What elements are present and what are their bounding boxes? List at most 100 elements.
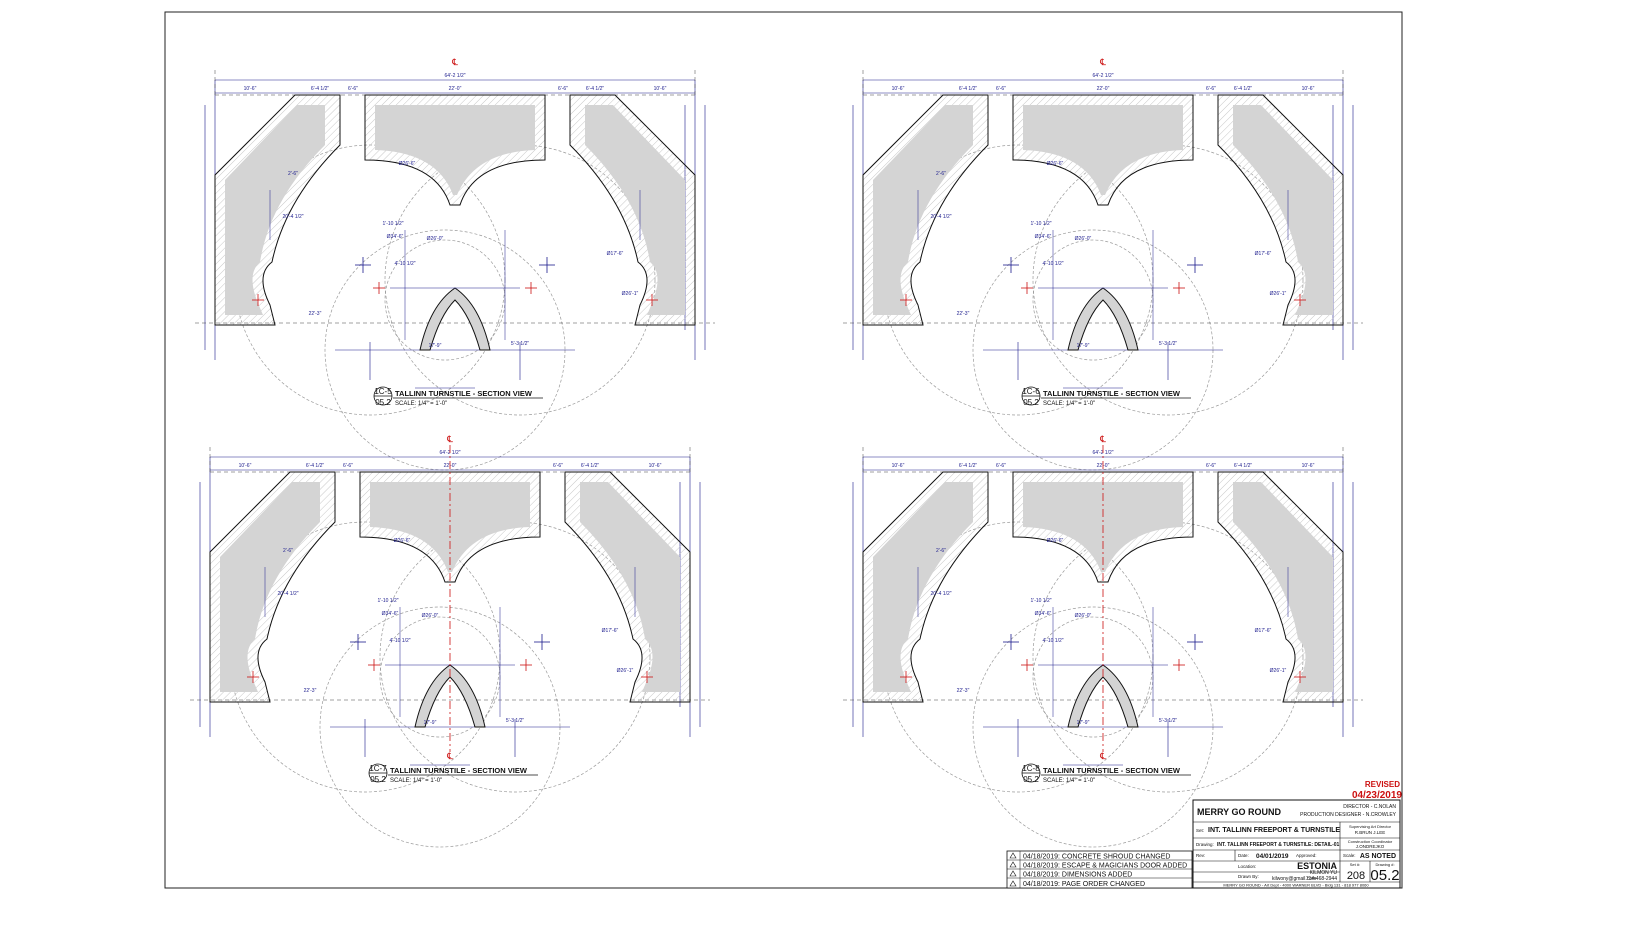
inner-dimension: 1'-10 1/2" xyxy=(1030,221,1051,227)
drawn-email: kilwony@gmail.com xyxy=(1272,876,1316,882)
inner-dimension: 1'-10 1/2" xyxy=(377,598,398,604)
director-credit: DIRECTOR - C.NOLAN xyxy=(1343,804,1396,810)
set-name: INT. TALLINN FREEPORT & TURNSTILE xyxy=(1208,827,1340,834)
location-value: ESTONIA xyxy=(1297,861,1337,871)
inner-dimension: 22'-3" xyxy=(957,688,970,694)
turnstile-plan xyxy=(842,446,1364,848)
outer-dimension: 6'-4 1/2" xyxy=(1234,86,1253,92)
set-number-label: Set #: xyxy=(1350,862,1360,867)
outer-dimension: 6'-6" xyxy=(343,463,353,469)
turnstile-plan xyxy=(842,69,1364,471)
inner-dimension: 17'-9" xyxy=(1077,720,1090,726)
section-view: 64'-2 1/2"22'-0"10'-6"6'-4 1/2"6'-6"6'-6… xyxy=(194,57,716,471)
inner-dimension: Ø34'-6" xyxy=(387,234,404,240)
view-scale: SCALE: 1/4" = 1'-0" xyxy=(1043,778,1095,784)
revision-row: 04/18/2019: ESCAPE & MAGICIANS DOOR ADDE… xyxy=(1023,863,1187,870)
inner-dimension: 17'-9" xyxy=(429,343,442,349)
outer-dimension: 6'-4 1/2" xyxy=(311,86,330,92)
inner-dimension: Ø26'-6" xyxy=(394,538,411,544)
cc-label: Construction Coordinator xyxy=(1348,839,1393,844)
inner-dimension: 20'-4 1/2" xyxy=(930,591,951,597)
inner-dimension: Ø34'-6" xyxy=(1035,611,1052,617)
inner-dimension: Ø26'-1" xyxy=(1270,291,1287,297)
outer-dimension: 6'-4 1/2" xyxy=(959,86,978,92)
drawing-number-label: Drawing #: xyxy=(1375,862,1394,867)
section-view: 64'-2 1/2" 22'-0" 10'-6" 6'-4 1/2" 6'-6" 6'-6… xyxy=(842,57,1364,471)
revision-row: 04/18/2019: DIMENSIONS ADDED xyxy=(1023,872,1132,879)
inner-dimension: Ø17'-6" xyxy=(607,251,624,257)
inner-dimension: Ø26'-6" xyxy=(1047,161,1064,167)
detail-number: 1C-8 xyxy=(1022,764,1040,773)
inner-dimension: Ø26'-0" xyxy=(427,236,444,242)
turnstile-plan xyxy=(189,446,711,848)
rev-label: Rev: xyxy=(1196,853,1205,858)
centerline-symbol: ℄ xyxy=(1099,751,1106,761)
revised-label: REVISED xyxy=(1365,780,1400,789)
revision-table: 04/18/2019: CONCRETE SHROUD CHANGED 04/1… xyxy=(1006,850,1193,889)
detail-number: 1C-7 xyxy=(369,764,387,773)
outer-dimension: 6'-4 1/2" xyxy=(959,463,978,469)
inner-dimension: 1'-10 1/2" xyxy=(1030,598,1051,604)
project-name: MERRY GO ROUND xyxy=(1197,807,1282,817)
centerline-symbol: ℄ xyxy=(1099,57,1106,67)
revised-date: 04/23/2019 xyxy=(1352,790,1402,801)
outer-dimension: 10'-6" xyxy=(892,463,905,469)
inner-dimension: 2'-6" xyxy=(283,548,293,554)
drawing-number: 05.2 xyxy=(1370,867,1399,884)
inner-dimension: 4'-10 1/2" xyxy=(394,261,415,267)
inner-dimension: Ø34'-6" xyxy=(1035,234,1052,240)
centerline-symbol: ℄ xyxy=(446,751,453,761)
inner-dimension: 4'-10 1/2" xyxy=(1042,638,1063,644)
inner-dimension: Ø26'-6" xyxy=(1047,538,1064,544)
outer-dimension: 6'-6" xyxy=(553,463,563,469)
drawn-by: KILMON YU xyxy=(1310,870,1338,876)
view-title: TALLINN TURNSTILE - SECTION VIEW xyxy=(1043,766,1181,775)
sheet-number: 05.2 xyxy=(1023,398,1039,407)
inner-dimension: 20'-4 1/2" xyxy=(282,214,303,220)
inner-dimension: Ø26'-0" xyxy=(1075,236,1092,242)
title-block-footer: MERRY GO ROUND - Art Dept - 4000 WARNER … xyxy=(1223,883,1369,888)
outer-dimension: 10'-6" xyxy=(654,86,667,92)
centerline-symbol: ℄ xyxy=(1099,434,1106,444)
inner-dimension: 5'-3 1/2" xyxy=(511,341,530,347)
inner-dimension: 22'-3" xyxy=(304,688,317,694)
sad-name: R.BRUN J.LEE xyxy=(1355,830,1386,835)
center-dimension: 22'-0" xyxy=(1097,86,1110,92)
outer-dimension: 10'-6" xyxy=(1302,86,1315,92)
outer-dimension: 6'-4 1/2" xyxy=(1234,463,1253,469)
revision-row: 04/18/2019: PAGE ORDER CHANGED xyxy=(1023,881,1145,888)
center-dimension: 22'-0" xyxy=(449,86,462,92)
detail-number: 1C-6 xyxy=(1022,387,1040,396)
approved-label: Approved: xyxy=(1296,853,1317,858)
view-scale: SCALE: 1/4" = 1'-0" xyxy=(1043,401,1095,407)
sad-label: Supervising Art Director xyxy=(1349,824,1392,829)
inner-dimension: Ø17'-6" xyxy=(602,628,619,634)
location-label: Location: xyxy=(1238,864,1256,869)
inner-dimension: Ø17'-6" xyxy=(1255,251,1272,257)
centerline-symbol: ℄ xyxy=(451,57,458,67)
overall-dimension: 64'-2 1/2" xyxy=(1092,73,1113,79)
inner-dimension: 2'-6" xyxy=(936,171,946,177)
outer-dimension: 6'-6" xyxy=(1206,86,1216,92)
view-title: TALLINN TURNSTILE - SECTION VIEW xyxy=(1043,389,1181,398)
scale-value: AS NOTED xyxy=(1360,853,1396,860)
inner-dimension: 20'-4 1/2" xyxy=(930,214,951,220)
date-value: 04/01/2019 xyxy=(1256,853,1289,860)
inner-dimension: 22'-3" xyxy=(957,311,970,317)
inner-dimension: Ø26'-1" xyxy=(622,291,639,297)
outer-dimension: 6'-6" xyxy=(996,463,1006,469)
section-view: 64'-2 1/2"22'-0"10'-6"6'-4 1/2"6'-6"6'-6… xyxy=(842,434,1364,848)
outer-dimension: 6'-4 1/2" xyxy=(586,86,605,92)
inner-dimension: Ø26'-1" xyxy=(1270,668,1287,674)
designer-credit: PRODUCTION DESIGNER - N.CROWLEY xyxy=(1300,812,1397,818)
turnstile-plan xyxy=(194,69,716,471)
inner-dimension: Ø26'-1" xyxy=(617,668,634,674)
inner-dimension: 5'-3 1/2" xyxy=(1159,341,1178,347)
inner-dimension: 17'-9" xyxy=(1077,343,1090,349)
inner-dimension: 22'-3" xyxy=(309,311,322,317)
inner-dimension: 1'-10 1/2" xyxy=(382,221,403,227)
inner-dimension: Ø17'-6" xyxy=(1255,628,1272,634)
outer-dimension: 10'-6" xyxy=(244,86,257,92)
outer-dimension: 6'-6" xyxy=(558,86,568,92)
